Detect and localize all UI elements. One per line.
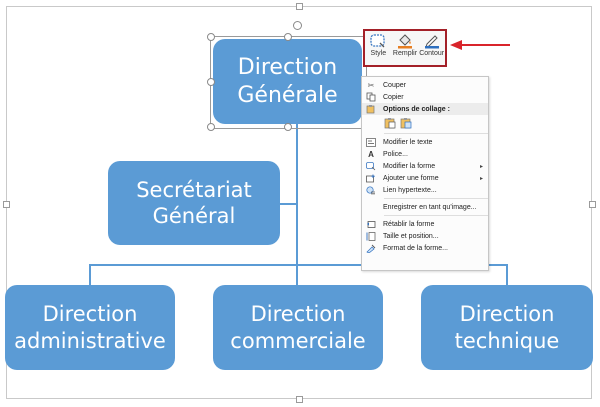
connector-assistant <box>279 203 297 205</box>
format-shape-icon <box>365 243 377 253</box>
menu-item-edit-text-label: Modifier le texte <box>383 138 433 146</box>
menu-item-change-shape-label: Modifier la forme <box>383 162 436 170</box>
outline-pen-icon <box>424 35 439 49</box>
box-direction-generale-label: Direction Générale <box>237 55 338 108</box>
menu-item-format-shape[interactable]: Format de la forme... <box>362 242 488 254</box>
red-arrow-icon <box>450 40 510 50</box>
menu-item-edit-text[interactable]: Modifier le texte <box>362 136 488 148</box>
style-label: Style <box>370 50 387 57</box>
frame-handle-right[interactable] <box>589 201 596 208</box>
sel-handle-ml[interactable] <box>207 78 215 86</box>
menu-item-save-as-picture[interactable]: Enregistrer en tant qu'image... <box>362 201 488 213</box>
menu-item-hyperlink[interactable]: Lien hypertexte... <box>362 184 488 196</box>
sel-handle-bm[interactable] <box>284 123 292 131</box>
add-shape-icon <box>365 173 377 183</box>
connector-horizontal <box>89 264 508 266</box>
sel-handle-tm[interactable] <box>284 33 292 41</box>
frame-handle-left[interactable] <box>3 201 10 208</box>
hyperlink-icon <box>365 185 377 195</box>
box-direction-administrative[interactable]: Direction administrative <box>5 285 175 370</box>
menu-item-change-shape[interactable]: Modifier la forme ▸ <box>362 160 488 172</box>
menu-item-hyperlink-label: Lien hypertexte... <box>383 186 437 194</box>
reset-shape-icon <box>365 219 377 229</box>
menu-separator <box>384 215 488 216</box>
context-menu: ✂ Couper Copier Options de collage : <box>361 76 489 271</box>
fill-button[interactable]: Remplir <box>392 33 418 57</box>
paste-keep-formatting-icon[interactable] <box>384 117 396 129</box>
paste-options-row <box>362 115 488 131</box>
connector-child-2 <box>296 264 298 285</box>
menu-separator <box>384 133 488 134</box>
sel-handle-tl[interactable] <box>207 33 215 41</box>
paste-icon <box>365 104 377 114</box>
submenu-arrow-icon: ▸ <box>479 163 483 170</box>
menu-item-size-position-label: Taille et position... <box>383 232 439 240</box>
box-secretariat-general[interactable]: Secrétariat Général <box>108 161 280 245</box>
scissors-icon: ✂ <box>367 80 375 90</box>
fill-label: Remplir <box>392 50 418 57</box>
menu-item-save-as-picture-label: Enregistrer en tant qu'image... <box>383 203 477 211</box>
menu-item-reset-shape[interactable]: Rétablir la forme <box>362 218 488 230</box>
rotate-handle[interactable] <box>293 21 302 30</box>
box-direction-generale[interactable]: Direction Générale <box>213 39 362 124</box>
font-icon: A <box>368 149 374 159</box>
edit-text-icon <box>365 137 377 147</box>
outline-label: Contour <box>419 50 445 57</box>
box-secretariat-general-label: Secrétariat Général <box>136 177 252 228</box>
menu-item-copy[interactable]: Copier <box>362 91 488 103</box>
sel-handle-bl[interactable] <box>207 123 215 131</box>
menu-section-paste-options: Options de collage : <box>362 103 488 115</box>
menu-item-copy-label: Copier <box>383 93 404 101</box>
menu-item-add-shape[interactable]: Ajouter une forme ▸ <box>362 172 488 184</box>
connector-child-3 <box>506 264 508 285</box>
box-direction-technique-label: Direction technique <box>454 302 560 353</box>
outline-button[interactable]: Contour <box>419 33 445 57</box>
frame-handle-top[interactable] <box>296 3 303 10</box>
fill-bucket-icon <box>397 34 412 49</box>
box-direction-commerciale[interactable]: Direction commerciale <box>213 285 383 370</box>
box-direction-administrative-label: Direction administrative <box>14 302 166 353</box>
menu-item-size-position[interactable]: Taille et position... <box>362 230 488 242</box>
style-button[interactable]: Style <box>365 33 391 57</box>
menu-section-paste-options-label: Options de collage : <box>383 105 450 113</box>
frame-handle-bottom[interactable] <box>296 396 303 403</box>
copy-icon <box>365 92 377 102</box>
change-shape-icon <box>365 161 377 171</box>
menu-item-format-shape-label: Format de la forme... <box>383 244 448 252</box>
shape-selection-frame <box>210 36 367 129</box>
menu-item-reset-shape-label: Rétablir la forme <box>383 220 435 228</box>
connector-vertical-main <box>296 124 298 266</box>
mini-toolbar: Style Remplir Contour <box>363 29 447 67</box>
box-direction-commerciale-label: Direction commerciale <box>230 302 366 353</box>
connector-child-1 <box>89 264 91 285</box>
menu-item-add-shape-label: Ajouter une forme <box>383 174 439 182</box>
menu-item-font-label: Police... <box>383 150 408 158</box>
menu-item-font[interactable]: A Police... <box>362 148 488 160</box>
paste-picture-icon[interactable] <box>400 117 412 129</box>
save-as-picture-icon <box>365 202 377 212</box>
submenu-arrow-icon: ▸ <box>479 175 483 182</box>
menu-item-cut-label: Couper <box>383 81 406 89</box>
menu-separator <box>384 198 488 199</box>
size-position-icon <box>365 231 377 241</box>
box-direction-technique[interactable]: Direction technique <box>421 285 593 370</box>
menu-item-cut[interactable]: ✂ Couper <box>362 79 488 91</box>
style-icon <box>370 34 385 48</box>
